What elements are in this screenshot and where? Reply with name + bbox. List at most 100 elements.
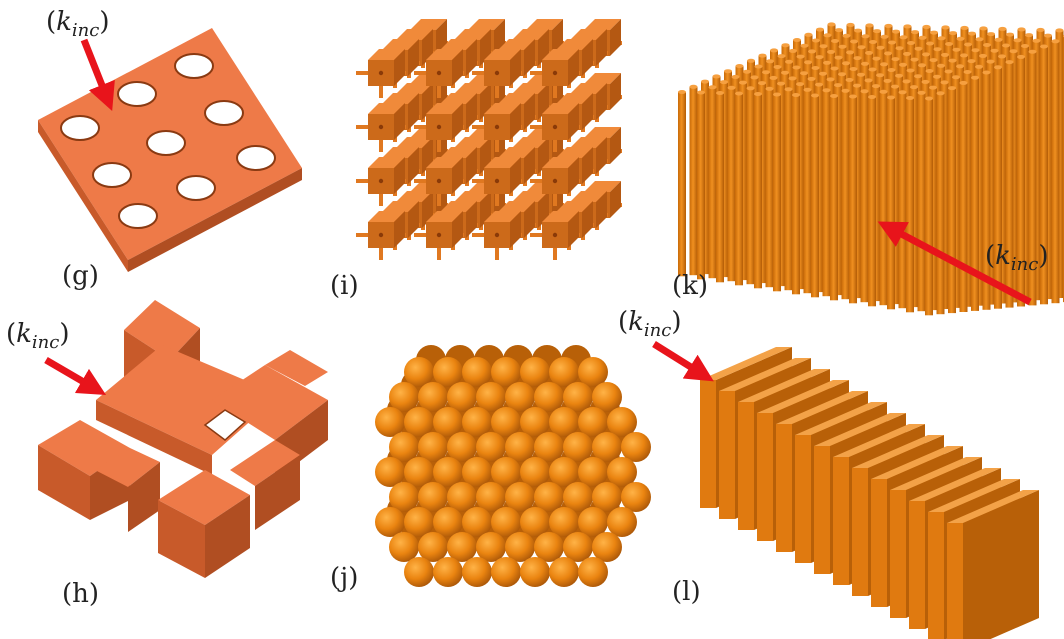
sphere bbox=[418, 382, 448, 412]
sphere bbox=[389, 432, 419, 462]
rod bbox=[765, 88, 774, 288]
rod-cap bbox=[826, 77, 835, 82]
lattice-cube-top bbox=[440, 147, 477, 158]
rod bbox=[716, 93, 724, 283]
rod-cap bbox=[964, 42, 972, 47]
sphere bbox=[520, 507, 550, 537]
rod-cap bbox=[1009, 49, 1018, 54]
rod-cap bbox=[906, 96, 914, 100]
lattice-cube-side bbox=[596, 137, 607, 174]
rod-cap bbox=[879, 89, 888, 94]
rod-cap bbox=[766, 59, 774, 64]
panel-label-i: (i) bbox=[330, 271, 359, 301]
rod-cap bbox=[735, 91, 743, 96]
rod-cap bbox=[800, 43, 809, 48]
lattice-cube-side bbox=[568, 103, 579, 140]
sphere bbox=[404, 457, 434, 487]
rod-cap bbox=[800, 71, 808, 76]
sphere bbox=[607, 507, 637, 537]
rod-cap bbox=[883, 78, 892, 83]
rod-cap bbox=[708, 85, 717, 90]
rod-cap bbox=[945, 42, 953, 46]
rod-cap bbox=[735, 64, 744, 68]
plate-holes bbox=[60, 53, 276, 229]
sphere bbox=[592, 432, 622, 462]
lattice-cube-side bbox=[524, 39, 535, 76]
rod-cap bbox=[827, 49, 835, 54]
panel-k-rod-array[interactable] bbox=[678, 22, 1064, 316]
rod-cap bbox=[823, 33, 832, 38]
rod-cap bbox=[846, 22, 855, 27]
rod bbox=[982, 72, 991, 310]
sphere bbox=[549, 457, 579, 487]
panel-label-l: (l) bbox=[672, 577, 701, 607]
lattice-cube-hole bbox=[552, 124, 558, 130]
rod-cap bbox=[845, 77, 854, 82]
rod-cap bbox=[819, 71, 827, 76]
lattice-cube-top bbox=[570, 29, 607, 40]
sphere bbox=[491, 357, 521, 387]
panel-l-slab-stack[interactable] bbox=[700, 347, 1039, 639]
rod bbox=[746, 88, 755, 285]
sphere bbox=[578, 557, 608, 587]
rod-cap bbox=[838, 72, 846, 77]
rod-cap bbox=[865, 23, 874, 28]
incidence-label-h: (kinc) bbox=[6, 319, 70, 353]
rod-cap bbox=[956, 36, 965, 41]
sphere bbox=[433, 457, 463, 487]
rod-cap bbox=[975, 64, 983, 69]
rod bbox=[948, 88, 956, 314]
rod-cap bbox=[952, 75, 960, 80]
rod-cap bbox=[834, 83, 842, 88]
rod-cap bbox=[1055, 28, 1064, 33]
rod-cap bbox=[929, 58, 938, 63]
rod bbox=[792, 95, 800, 295]
slab-top bbox=[947, 490, 1039, 523]
panel-j-sphere-packing[interactable] bbox=[375, 345, 651, 587]
lattice-cube-side bbox=[394, 211, 405, 248]
lattice-cube-top bbox=[570, 137, 607, 148]
rod-cap bbox=[781, 43, 790, 48]
sphere bbox=[476, 382, 506, 412]
slab-front bbox=[871, 479, 887, 607]
rod-cap bbox=[1017, 54, 1025, 59]
rod-cap bbox=[838, 44, 847, 49]
lattice-cube-side bbox=[610, 19, 621, 56]
lattice-cube-top bbox=[454, 191, 491, 202]
slab-front bbox=[776, 424, 792, 552]
rod-cap bbox=[811, 93, 819, 98]
rod-cap bbox=[1032, 38, 1041, 43]
panel-i-cube-lattice[interactable] bbox=[356, 19, 622, 260]
sphere bbox=[607, 457, 637, 487]
rod-cap bbox=[898, 90, 907, 95]
lattice-cube-top bbox=[584, 181, 621, 192]
rod-cap bbox=[1013, 38, 1022, 43]
rod-cap bbox=[1040, 44, 1048, 49]
rod-cap bbox=[968, 31, 976, 36]
slab-top bbox=[890, 457, 982, 490]
slab-front bbox=[738, 402, 754, 530]
rod-cap bbox=[979, 53, 987, 58]
rod-cap bbox=[784, 87, 793, 92]
rod-cap bbox=[1021, 44, 1029, 48]
rod-cap bbox=[1002, 43, 1010, 48]
rod bbox=[849, 96, 857, 304]
lattice-cube-side bbox=[394, 157, 405, 194]
sphere bbox=[563, 482, 593, 512]
rod bbox=[994, 67, 1002, 309]
lattice-cube-side bbox=[610, 73, 621, 110]
sphere bbox=[389, 482, 419, 512]
rod-cap bbox=[746, 86, 755, 91]
rod-cap bbox=[804, 60, 812, 65]
lattice-cube-side bbox=[582, 93, 593, 130]
rod-cap bbox=[808, 49, 816, 54]
lattice-cube-hole bbox=[436, 232, 442, 238]
rod bbox=[727, 87, 736, 282]
rod bbox=[936, 93, 945, 315]
lattice-cube-side bbox=[408, 201, 419, 238]
lattice-cube-hole bbox=[436, 70, 442, 76]
rod-cap bbox=[788, 76, 797, 81]
rod-cap bbox=[868, 67, 877, 72]
lattice-cube-top bbox=[498, 147, 535, 158]
